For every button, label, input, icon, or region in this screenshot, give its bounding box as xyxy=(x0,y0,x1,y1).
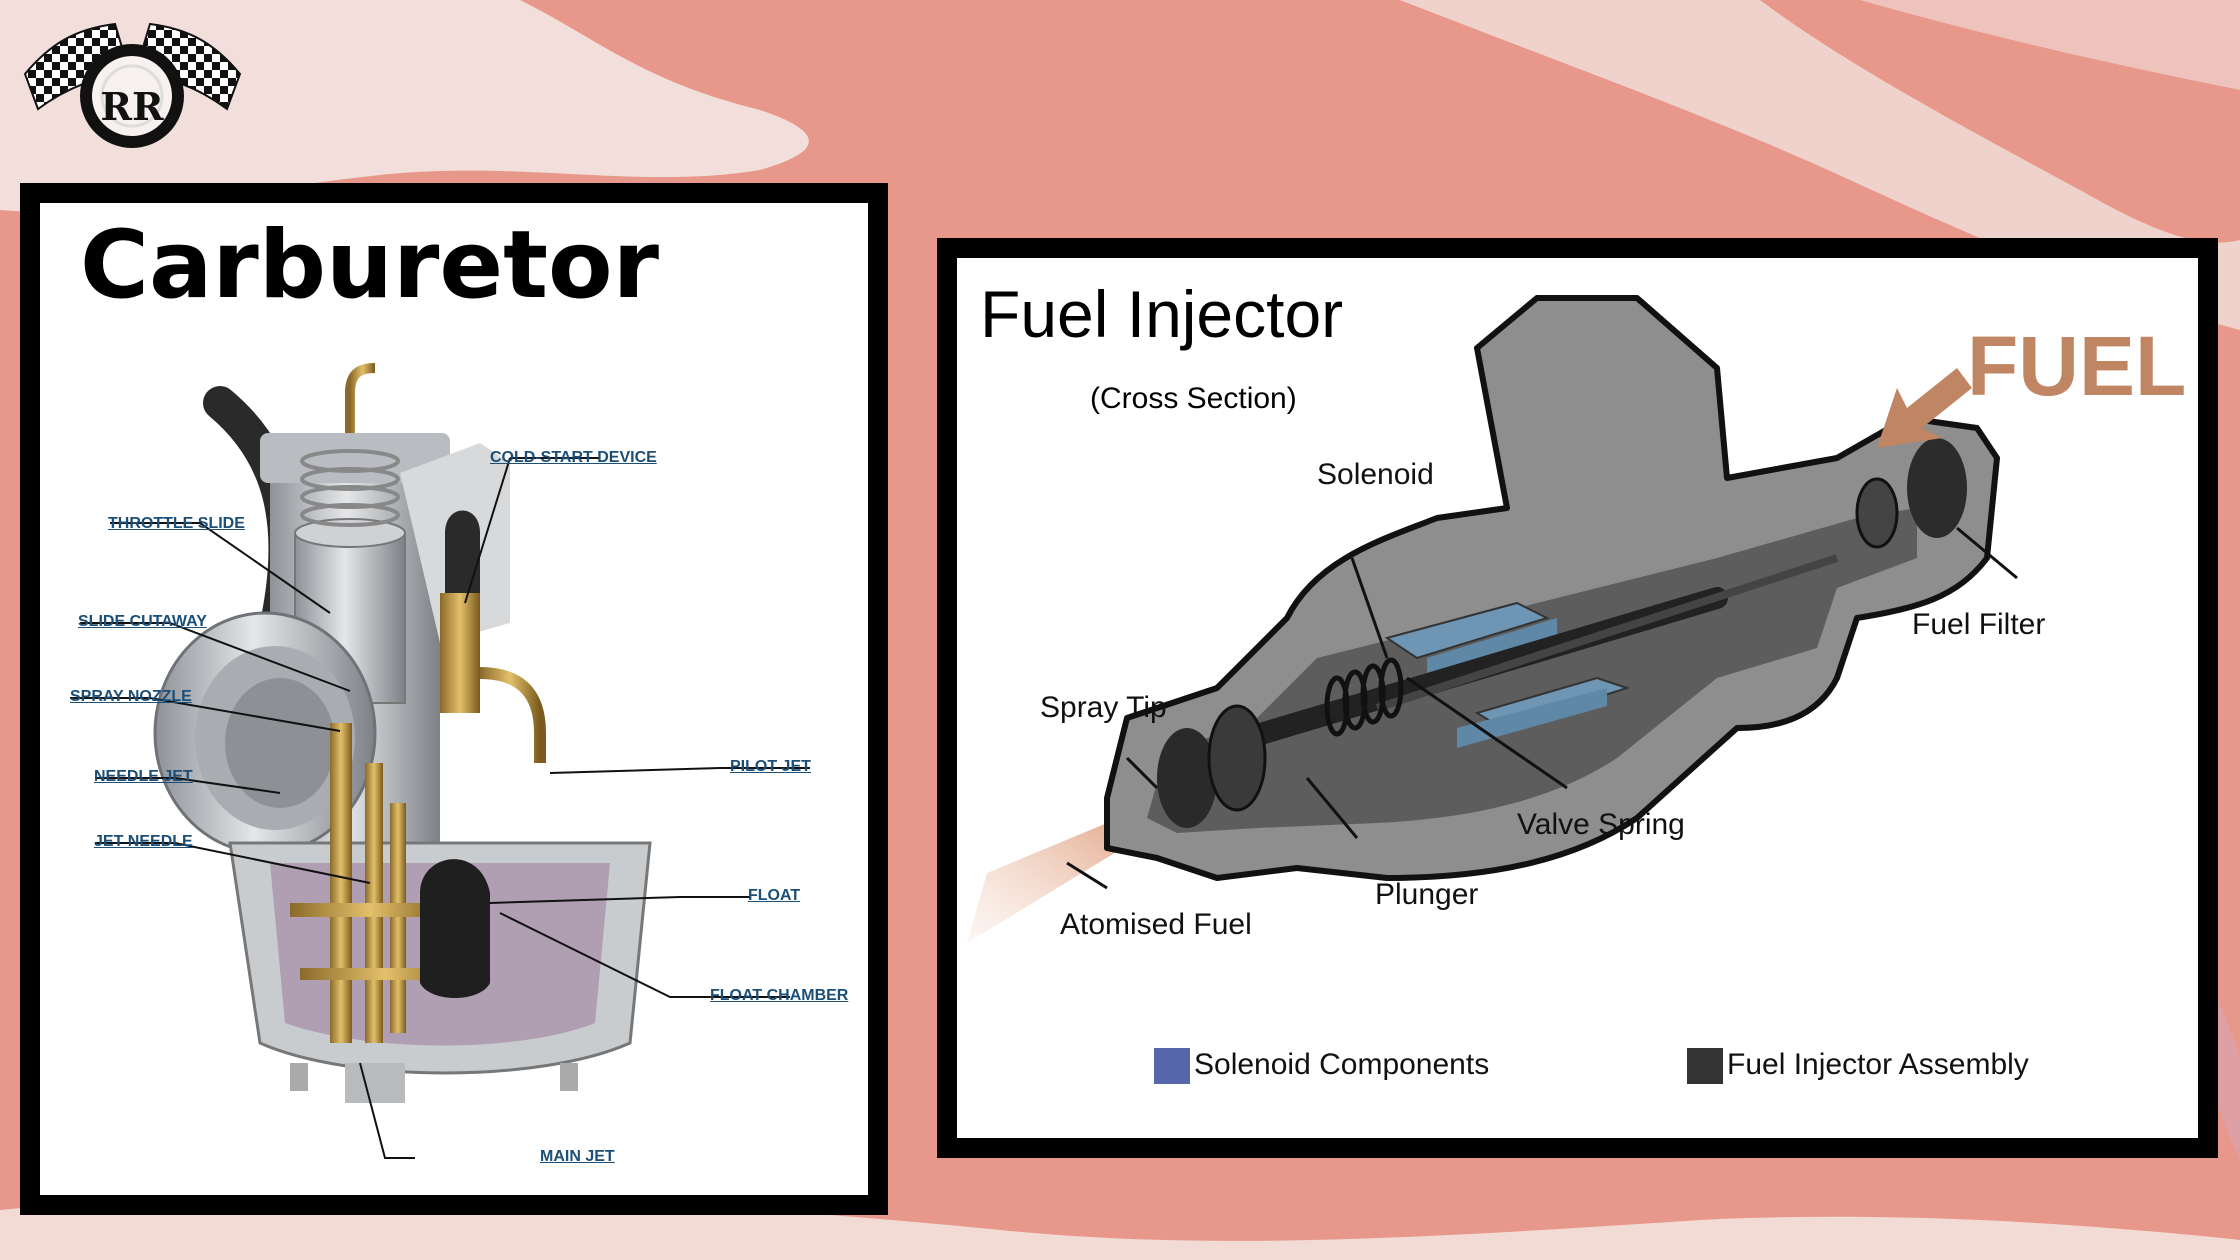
carburetor-diagram xyxy=(70,363,810,1159)
label-needle-jet: NEEDLE JET xyxy=(94,768,193,785)
injector-title: Fuel Injector xyxy=(980,277,1344,351)
carburetor-title: Carburetor xyxy=(80,211,659,320)
legend-swatch-assembly xyxy=(1687,1048,1723,1084)
label-float: FLOAT xyxy=(748,887,801,904)
label-slide-cutaway: SLIDE CUTAWAY xyxy=(78,613,207,630)
label-spray-tip: Spray Tip xyxy=(1040,691,1167,724)
fuel-injector-diagram xyxy=(967,295,2018,943)
fuel-injector-panel: Fuel Injector (Cross Section) FUEL Solen… xyxy=(937,238,2218,1158)
legend-swatch-solenoid xyxy=(1154,1048,1190,1084)
label-jet-needle: JET NEEDLE xyxy=(94,833,193,850)
label-fuel-filter: Fuel Filter xyxy=(1912,608,2046,641)
label-throttle-slide: THROTTLE SLIDE xyxy=(108,515,245,532)
fuel-word: FUEL xyxy=(1967,319,2187,413)
checkered-flags-icon xyxy=(23,22,242,148)
legend-solenoid-components: Solenoid Components xyxy=(1194,1048,1490,1081)
logo-initials: RR xyxy=(100,84,164,129)
label-float-chamber: FLOAT CHAMBER xyxy=(710,987,849,1004)
label-atomised-fuel: Atomised Fuel xyxy=(1060,908,1252,941)
label-spray-nozzle: SPRAY NOZZLE xyxy=(70,688,192,705)
label-valve-spring: Valve Spring xyxy=(1517,808,1685,841)
label-main-jet: MAIN JET xyxy=(540,1148,615,1165)
carburetor-panel: Carburetor xyxy=(20,183,888,1215)
legend-fuel-injector-assembly: Fuel Injector Assembly xyxy=(1727,1048,2029,1081)
brand-logo: RR xyxy=(20,14,245,154)
injector-subtitle: (Cross Section) xyxy=(1090,382,1297,415)
label-solenoid: Solenoid xyxy=(1317,458,1434,491)
label-pilot-jet: PILOT JET xyxy=(730,758,811,775)
label-plunger: Plunger xyxy=(1375,878,1479,911)
label-cold-start-device: COLD-START DEVICE xyxy=(490,449,657,466)
